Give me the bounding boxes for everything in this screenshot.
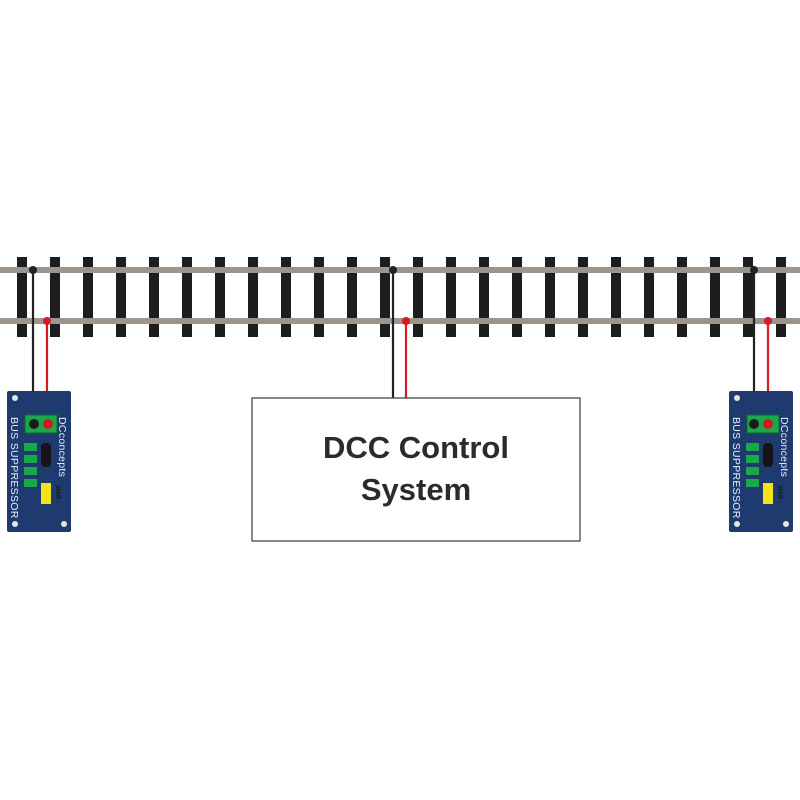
track-sleeper (182, 257, 192, 337)
left-black-joint (29, 266, 37, 274)
control-red-joint (402, 317, 410, 325)
track-sleeper (248, 257, 258, 337)
mounting-hole (783, 521, 789, 527)
mounting-hole (61, 521, 67, 527)
track-sleeper (281, 257, 291, 337)
left-red-joint (43, 317, 51, 325)
right-red-joint (764, 317, 772, 325)
track-sleepers (17, 257, 786, 337)
track-sleeper (149, 257, 159, 337)
dcc-control-system-box: DCC Control System (251, 397, 581, 542)
track-sleeper (413, 257, 423, 337)
track-sleeper (50, 257, 60, 337)
rail-bottom (0, 318, 800, 324)
mounting-hole (12, 395, 18, 401)
resistor (41, 443, 51, 467)
rail-top (0, 267, 800, 273)
track-sleeper (116, 257, 126, 337)
control-feeder-wires (389, 266, 410, 398)
component (24, 467, 37, 475)
bus-suppressor-left: 100R DCconcepts BUS SUPPRESSOR (7, 391, 71, 532)
track-sleeper (776, 257, 786, 337)
track-sleeper (215, 257, 225, 337)
resistor-marking: 100R (776, 485, 782, 500)
component (24, 455, 37, 463)
track-sleeper (17, 257, 27, 337)
track-sleeper (743, 257, 753, 337)
track-rails (0, 267, 800, 324)
track-sleeper (578, 257, 588, 337)
suppressor-brand: DCconcepts (56, 417, 68, 477)
resistor-marking: 100R (54, 485, 60, 500)
terminal-screw (763, 419, 773, 429)
track-sleeper (710, 257, 720, 337)
component (24, 443, 37, 451)
control-box-title-line2: System (361, 472, 471, 507)
mounting-hole (734, 521, 740, 527)
control-black-joint (389, 266, 397, 274)
track-sleeper (347, 257, 357, 337)
capacitor (763, 483, 773, 504)
track-sleeper (446, 257, 456, 337)
terminal-screw (29, 419, 39, 429)
bus-suppressor-right: 100R DCconcepts BUS SUPPRESSOR (729, 391, 793, 532)
right-black-joint (750, 266, 758, 274)
track-sleeper (380, 257, 390, 337)
track-sleeper (611, 257, 621, 337)
suppressor-label: BUS SUPPRESSOR (730, 417, 742, 519)
track-sleeper (314, 257, 324, 337)
component (746, 467, 759, 475)
component (746, 443, 759, 451)
track-sleeper (644, 257, 654, 337)
track-sleeper (479, 257, 489, 337)
component (746, 479, 759, 487)
track-sleeper (545, 257, 555, 337)
suppressor-label: BUS SUPPRESSOR (8, 417, 20, 519)
control-box-frame (251, 397, 581, 542)
resistor (763, 443, 773, 467)
control-box-title-line1: DCC Control (323, 430, 509, 465)
track-sleeper (83, 257, 93, 337)
component (24, 479, 37, 487)
track-sleeper (512, 257, 522, 337)
mounting-hole (734, 395, 740, 401)
suppressor-brand: DCconcepts (778, 417, 790, 477)
track-sleeper (677, 257, 687, 337)
terminal-screw (749, 419, 759, 429)
component (746, 455, 759, 463)
capacitor (41, 483, 51, 504)
terminal-screw (43, 419, 53, 429)
mounting-hole (12, 521, 18, 527)
